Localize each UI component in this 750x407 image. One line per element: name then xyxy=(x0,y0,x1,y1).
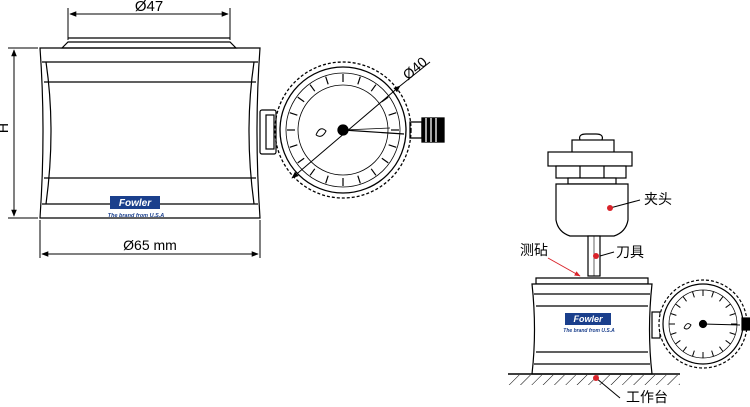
dial-tick xyxy=(692,350,695,357)
dial-tick xyxy=(675,340,681,345)
logo-tagline: The brand from U.S.A xyxy=(108,213,165,219)
dial-tick xyxy=(370,168,377,176)
callout-workbench: 工作台 xyxy=(626,390,668,406)
dial-tick xyxy=(289,144,298,148)
dial-indicator-left xyxy=(274,61,445,199)
callout-chuck: 夹头 xyxy=(644,192,672,208)
dial-tick xyxy=(670,313,677,316)
logo-brand-right: Fowler xyxy=(573,314,603,324)
dial-tick xyxy=(297,157,305,164)
dial-tick xyxy=(381,157,389,164)
logo-tagline-right: The brand from U.S.A xyxy=(563,328,615,334)
callout-dots xyxy=(593,205,613,381)
dimension-lines xyxy=(8,8,431,258)
dial-tick xyxy=(675,303,681,308)
dial-tick xyxy=(719,346,724,352)
dial-mount xyxy=(259,109,277,155)
dial-tick xyxy=(297,96,305,103)
dial-tick xyxy=(729,332,736,335)
dial-tick xyxy=(682,296,687,302)
dial-indicator-right xyxy=(658,279,750,369)
dial-tick xyxy=(289,112,298,116)
callout-leaders xyxy=(547,199,641,399)
callout-tool: 刀具 xyxy=(616,245,644,261)
dial-tick xyxy=(388,112,397,116)
height-label: H xyxy=(0,123,11,133)
logo-brand: Fowler xyxy=(119,198,152,209)
fowler-logo-left: Fowler The brand from U.S.A xyxy=(108,196,165,219)
dial-tick xyxy=(725,340,731,345)
dial-tick xyxy=(357,76,361,85)
right-view xyxy=(531,133,661,375)
dial-tick xyxy=(682,346,687,352)
dial-tick xyxy=(711,291,714,298)
dial-tick xyxy=(719,296,724,302)
dial-tick xyxy=(670,332,677,335)
spindle xyxy=(547,133,633,185)
dial-tick xyxy=(711,350,714,357)
gauge-body xyxy=(39,47,261,219)
dial-tick xyxy=(357,175,361,184)
dial-tick xyxy=(692,291,695,298)
dial-tick xyxy=(309,84,316,92)
top-cap xyxy=(60,37,238,49)
dial-tick xyxy=(325,175,329,184)
dial-tick xyxy=(725,303,731,308)
top-diameter-label: Ø47 xyxy=(135,0,163,15)
dial-tick xyxy=(388,144,397,148)
chuck xyxy=(555,183,629,237)
dial-tick xyxy=(325,76,329,85)
callout-anvil: 测砧 xyxy=(520,243,548,259)
fowler-logo-right: Fowler The brand from U.S.A xyxy=(563,313,615,334)
dial-tick xyxy=(370,84,377,92)
dial-tick xyxy=(309,168,316,176)
gauge-body-right xyxy=(531,277,661,375)
base-diameter-label: Ø65 mm xyxy=(123,237,177,253)
left-view xyxy=(39,37,277,219)
dial-ticks-right xyxy=(669,290,737,358)
dial-tick xyxy=(729,313,736,316)
dial-diameter-label: Ø40 xyxy=(400,53,431,82)
